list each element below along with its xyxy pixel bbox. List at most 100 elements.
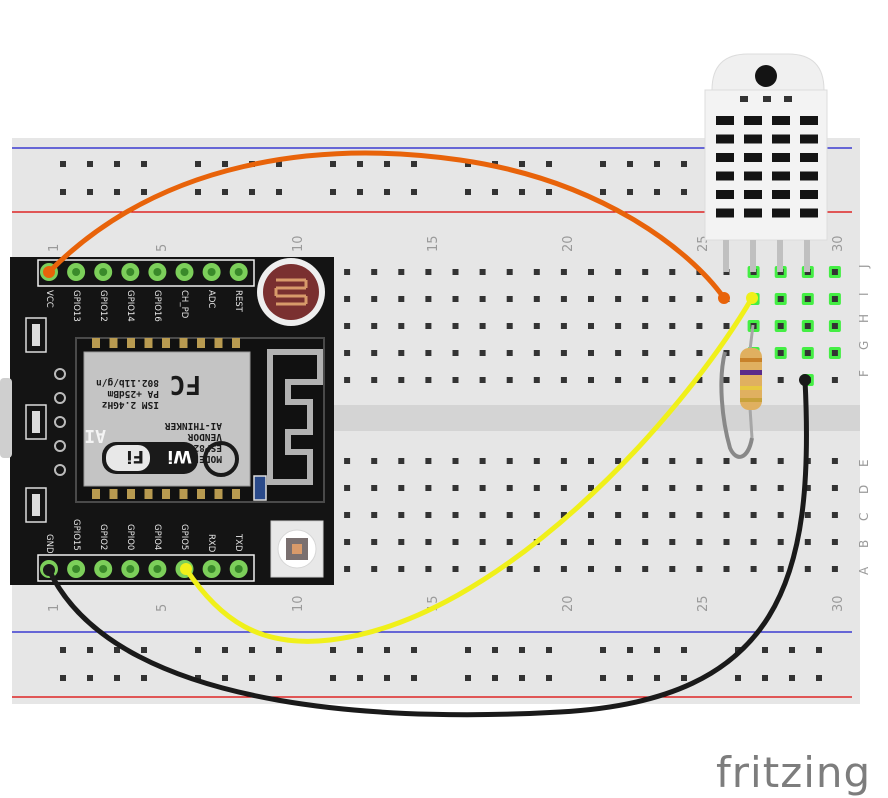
rail-hole — [654, 675, 660, 681]
rail-hole — [627, 161, 633, 167]
rail-hole — [411, 647, 417, 653]
hole — [588, 539, 594, 545]
esp-pins — [40, 263, 248, 578]
rail-hole — [465, 647, 471, 653]
hole — [642, 512, 649, 518]
hole — [831, 539, 838, 545]
hole — [750, 512, 757, 518]
hole — [804, 566, 811, 572]
hole — [398, 566, 405, 572]
hole — [723, 566, 730, 572]
shield-pad — [214, 489, 223, 499]
hole — [344, 350, 351, 356]
pin-label-gpio15: GPIO15 — [71, 519, 81, 551]
dht-vent — [716, 171, 734, 181]
hole — [371, 512, 378, 518]
row-label: A — [857, 566, 871, 575]
dht-vent — [744, 208, 762, 218]
hole — [669, 377, 676, 383]
rgb-led — [270, 520, 324, 578]
hole — [452, 350, 459, 356]
hole — [588, 512, 594, 518]
hole — [506, 377, 513, 383]
dht-vent — [800, 134, 818, 144]
rail-hole — [330, 675, 336, 681]
dht-vent — [716, 190, 734, 199]
dht-leg — [777, 240, 783, 272]
hole — [506, 350, 513, 356]
row-label: B — [857, 540, 871, 548]
hole — [615, 296, 622, 302]
esp-header-top — [37, 259, 255, 287]
pad — [54, 440, 66, 452]
hole — [452, 377, 459, 383]
hole — [560, 512, 567, 518]
rail-hole — [384, 647, 390, 653]
hole — [669, 323, 676, 329]
rail-hole — [654, 189, 660, 195]
hole — [777, 566, 784, 572]
chip-line: ISM 2.4GHz — [102, 399, 159, 410]
rail-hole — [195, 675, 201, 681]
hole — [560, 350, 567, 356]
fcc-mark: FC — [170, 369, 201, 399]
pin-label-gpio12: GPIO12 — [98, 290, 108, 322]
hole — [371, 296, 378, 302]
hole — [371, 269, 378, 275]
hole — [425, 485, 432, 491]
shield-pad — [179, 338, 188, 348]
rail-hole — [357, 189, 363, 195]
pin-label-gpio13: GPIO13 — [71, 290, 81, 322]
hole — [506, 566, 513, 572]
hole — [804, 350, 811, 356]
shield-pad — [92, 489, 100, 499]
rail-hole — [87, 675, 93, 681]
dht-vent — [716, 153, 734, 162]
rail-hole — [222, 189, 228, 195]
rail-hole — [114, 675, 120, 681]
dht-slot — [763, 96, 771, 102]
rail-hole — [519, 647, 525, 653]
shield-pad — [179, 489, 188, 499]
dht-leg — [750, 240, 756, 272]
col-label: 15 — [426, 235, 441, 252]
esp-pin-hole — [153, 565, 162, 573]
shield-pad — [144, 489, 153, 499]
hole — [344, 539, 351, 545]
hole — [696, 296, 703, 302]
hole — [425, 539, 432, 545]
hole — [723, 377, 730, 383]
rail-hole — [141, 675, 147, 681]
pin-label-chpd: CH_PD — [179, 290, 189, 319]
rail-hole — [357, 161, 363, 167]
hole — [588, 485, 594, 491]
hole — [533, 269, 540, 275]
hole — [479, 350, 486, 356]
hole — [588, 323, 594, 329]
rail-hole — [546, 189, 552, 195]
pin-label-gnd: GND — [44, 534, 54, 554]
hole — [344, 323, 351, 329]
pad — [54, 416, 66, 428]
hole — [831, 512, 838, 518]
hole — [723, 485, 730, 491]
hole — [560, 323, 567, 329]
rail-hole — [519, 189, 525, 195]
hole — [642, 539, 649, 545]
column-labels-top: 1 5 10 15 20 25 30 — [47, 235, 846, 252]
rail-hole — [195, 189, 201, 195]
dht-leg — [723, 240, 729, 272]
hole — [831, 350, 838, 356]
dht-slot — [784, 96, 792, 102]
esp-pin-hole — [180, 268, 189, 276]
rail-hole — [762, 675, 768, 681]
rail-hole — [681, 675, 687, 681]
hole — [506, 485, 513, 491]
esp-pin-hole — [72, 268, 81, 276]
hole — [533, 485, 540, 491]
rail-hole — [654, 647, 660, 653]
hole — [642, 269, 649, 275]
hole — [560, 296, 567, 302]
hole — [398, 296, 405, 302]
hole — [831, 269, 838, 275]
